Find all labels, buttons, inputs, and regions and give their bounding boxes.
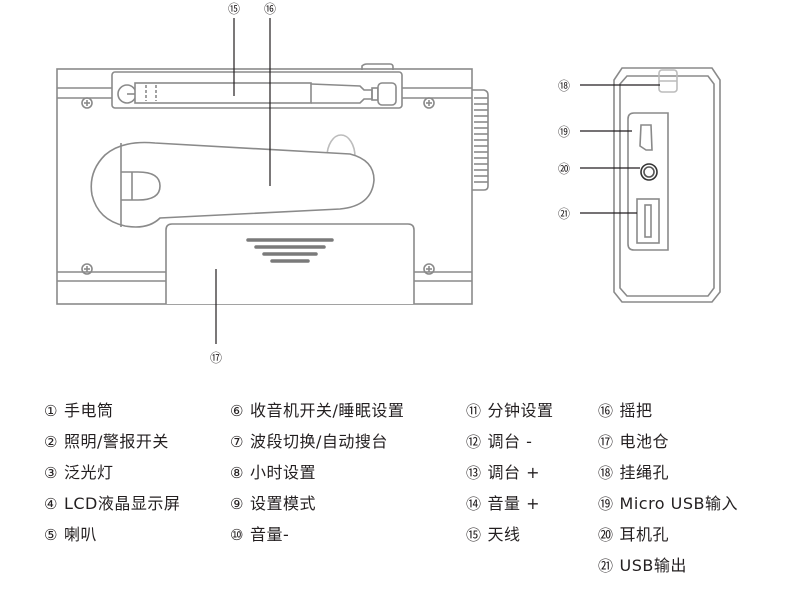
legend-number: ⑳	[598, 526, 614, 544]
legend-number: ⑪	[466, 402, 482, 420]
legend-number: ④	[44, 495, 58, 513]
legend-number: ⑧	[230, 464, 244, 482]
legend-number: ⑤	[44, 526, 58, 544]
legend-number: ①	[44, 402, 58, 420]
legend-item: ⑮ 天线	[466, 522, 554, 553]
legend-number: ②	[44, 433, 58, 451]
legend-item: ⑲ Micro USB输入	[598, 491, 738, 522]
legend-item: ⑨ 设置模式	[230, 491, 404, 522]
screw-icon	[423, 97, 435, 109]
legend-number: ⑫	[466, 433, 482, 451]
radio-side-view	[613, 67, 721, 303]
legend-label: 设置模式	[249, 494, 316, 513]
legend-number: ⑬	[466, 464, 482, 482]
legend-item: ① 手电筒	[44, 398, 180, 429]
screw-icon	[423, 263, 435, 275]
legend-column-2: ⑥ 收音机开关/睡眠设置 ⑦ 波段切换/自动搜台 ⑧ 小时设置 ⑨ 设置模式 ⑩ 音量-	[230, 398, 404, 553]
radio-diagram: ⑮ ⑯ ⑰ ⑱ ⑲ ⑳ ㉑	[56, 2, 721, 365]
callout-usb-output: ㉑	[558, 207, 570, 221]
legend-item: ⑭ 音量 +	[466, 491, 554, 522]
legend-number: ⑩	[230, 526, 244, 544]
hand-crank	[90, 134, 375, 228]
callout-headphone-jack: ⑳	[558, 162, 570, 176]
legend-label: 喇叭	[63, 525, 97, 544]
legend-item: ② 照明/警报开关	[44, 429, 180, 460]
legend-item: ⑰ 电池仓	[598, 429, 738, 460]
legend-number: ③	[44, 464, 58, 482]
legend-item: ⑳ 耳机孔	[598, 522, 738, 553]
legend-item: ㉑ USB输出	[598, 553, 738, 584]
legend-number: ⑲	[598, 495, 614, 513]
callout-lanyard-hole: ⑱	[558, 79, 570, 93]
battery-compartment	[165, 223, 415, 304]
tuning-wheel	[472, 89, 489, 191]
legend-number: ⑭	[466, 495, 482, 513]
legend-label: 照明/警报开关	[63, 432, 169, 451]
legend-column-1: ① 手电筒 ② 照明/警报开关 ③ 泛光灯 ④ LCD液晶显示屏 ⑤ 喇叭	[44, 398, 180, 553]
legend-number: ⑨	[230, 495, 244, 513]
legend-item: ⑤ 喇叭	[44, 522, 180, 553]
legend-number: ⑯	[598, 402, 614, 420]
legend-item: ⑫ 调台 -	[466, 429, 554, 460]
legend-label: 音量 +	[487, 494, 541, 513]
legend-label: 电池仓	[619, 432, 670, 451]
callout-battery-compartment: ⑰	[210, 351, 222, 365]
legend-label: 收音机开关/睡眠设置	[249, 401, 405, 420]
legend-item: ⑯ 摇把	[598, 398, 738, 429]
legend-column-3: ⑪ 分钟设置 ⑫ 调台 - ⑬ 调台 + ⑭ 音量 + ⑮ 天线	[466, 398, 554, 553]
callout-hand-crank: ⑯	[264, 2, 276, 16]
legend-number: ⑰	[598, 433, 614, 451]
legend-item: ⑬ 调台 +	[466, 460, 554, 491]
micro-usb-port	[639, 124, 653, 151]
legend-label: 小时设置	[249, 463, 316, 482]
legend-label: 挂绳孔	[619, 463, 670, 482]
legend-label: 调台 -	[487, 432, 533, 451]
legend-label: 天线	[487, 525, 521, 544]
screw-icon	[81, 97, 93, 109]
antenna	[111, 71, 403, 109]
legend-number: ⑥	[230, 402, 244, 420]
callout-antenna: ⑮	[228, 2, 240, 16]
legend-label: 分钟设置	[487, 401, 554, 420]
legend-column-4: ⑯ 摇把 ⑰ 电池仓 ⑱ 挂绳孔 ⑲ Micro USB输入 ⑳ 耳机孔 ㉑ USB输出	[598, 398, 738, 584]
legend-number: ㉑	[598, 557, 614, 575]
legend-number: ⑱	[598, 464, 614, 482]
legend-label: LCD液晶显示屏	[63, 494, 181, 513]
legend-item: ⑩ 音量-	[230, 522, 404, 553]
legend-label: 泛光灯	[63, 463, 114, 482]
legend-label: 手电筒	[63, 401, 114, 420]
legend-item: ④ LCD液晶显示屏	[44, 491, 180, 522]
legend-item: ③ 泛光灯	[44, 460, 180, 491]
legend-item: ⑪ 分钟设置	[466, 398, 554, 429]
legend-label: 音量-	[249, 525, 290, 544]
legend-item: ⑦ 波段切换/自动搜台	[230, 429, 404, 460]
legend-number: ⑦	[230, 433, 244, 451]
legend-label: 耳机孔	[619, 525, 670, 544]
screw-icon	[81, 263, 93, 275]
legend-item: ⑱ 挂绳孔	[598, 460, 738, 491]
legend-label: 调台 +	[487, 463, 541, 482]
radio-back-view	[56, 63, 489, 305]
headphone-jack	[640, 163, 658, 181]
callout-micro-usb: ⑲	[558, 125, 570, 139]
legend-item: ⑧ 小时设置	[230, 460, 404, 491]
legend-item: ⑥ 收音机开关/睡眠设置	[230, 398, 404, 429]
usb-output-port	[636, 198, 660, 244]
legend-label: Micro USB输入	[619, 494, 739, 513]
legend-label: 波段切换/自动搜台	[249, 432, 388, 451]
lanyard-hole	[658, 69, 678, 93]
legend-label: USB输出	[619, 556, 687, 575]
legend-number: ⑮	[466, 526, 482, 544]
legend-label: 摇把	[619, 401, 653, 420]
